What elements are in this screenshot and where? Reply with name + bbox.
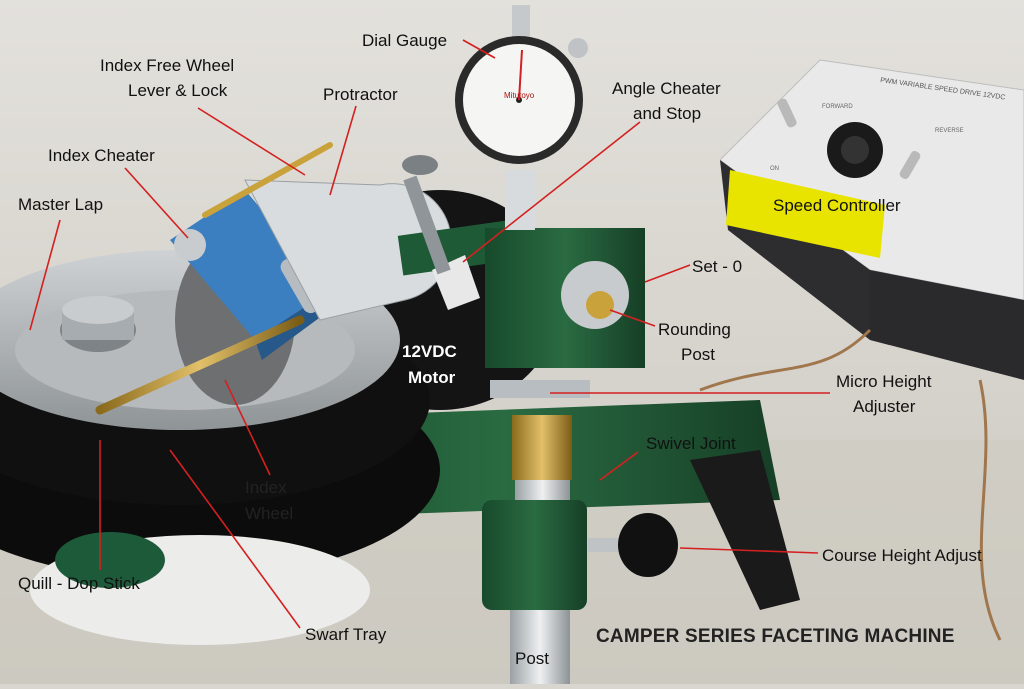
label-swivel-joint: Swivel Joint xyxy=(646,434,736,453)
index-lever xyxy=(202,142,333,218)
label-master-lap: Master Lap xyxy=(18,195,104,214)
label-and-stop: and Stop xyxy=(633,104,702,123)
label-angle-cheater: Angle Cheater xyxy=(612,79,721,98)
post-clamp xyxy=(482,500,587,610)
post-column xyxy=(510,610,570,684)
label-post: Post xyxy=(515,649,550,668)
label-index-free-wheel: Index Free Wheel xyxy=(100,56,235,75)
label-course-height: Course Height Adjust xyxy=(822,546,982,565)
speed-controller-box: PWM VARIABLE SPEED DRIVE 12VDC FORWARD R… xyxy=(719,59,1024,380)
controller-yellow-strip xyxy=(726,170,885,258)
label-set-zero: Set - 0 xyxy=(692,257,743,276)
label-swarf-tray: Swarf Tray xyxy=(305,625,387,644)
index-cheater-knob xyxy=(174,229,206,261)
black-leg xyxy=(690,450,800,610)
label-index: Index xyxy=(245,478,287,497)
label-dial-gauge: Dial Gauge xyxy=(362,31,448,50)
controller-reverse-text: REVERSE xyxy=(935,128,964,134)
label-lever-lock: Lever & Lock xyxy=(128,81,228,100)
label-wheel: Wheel xyxy=(245,504,294,523)
label-adjuster: Adjuster xyxy=(853,397,916,416)
controller-forward-text: FORWARD xyxy=(822,104,853,110)
label-rounding-post: Post xyxy=(681,345,716,364)
quill-base xyxy=(55,532,165,588)
label-speed-controller: Speed Controller xyxy=(773,196,901,215)
swivel-brass-collar xyxy=(512,415,572,480)
gauge-brand-text: Mitutoyo xyxy=(504,91,535,100)
pointer-lines xyxy=(29,39,830,629)
dop-stick xyxy=(95,315,305,415)
micro-height-ring xyxy=(490,380,590,398)
label-micro-height: Micro Height xyxy=(836,372,932,391)
label-quill-dop-stick: Quill - Dop Stick xyxy=(18,574,140,593)
controller-on-text: ON xyxy=(770,166,779,172)
label-motor-voltage: 12VDC xyxy=(402,342,457,361)
blue-index-block xyxy=(170,190,330,340)
page-title: CAMPER SERIES FACETING MACHINE xyxy=(596,626,955,647)
label-protractor: Protractor xyxy=(323,85,398,104)
label-motor: Motor xyxy=(408,368,456,387)
course-height-knob xyxy=(618,513,678,577)
dial-gauge: Mitutoyo xyxy=(455,5,588,230)
label-index-cheater: Index Cheater xyxy=(48,146,155,165)
label-rounding: Rounding xyxy=(658,320,731,339)
